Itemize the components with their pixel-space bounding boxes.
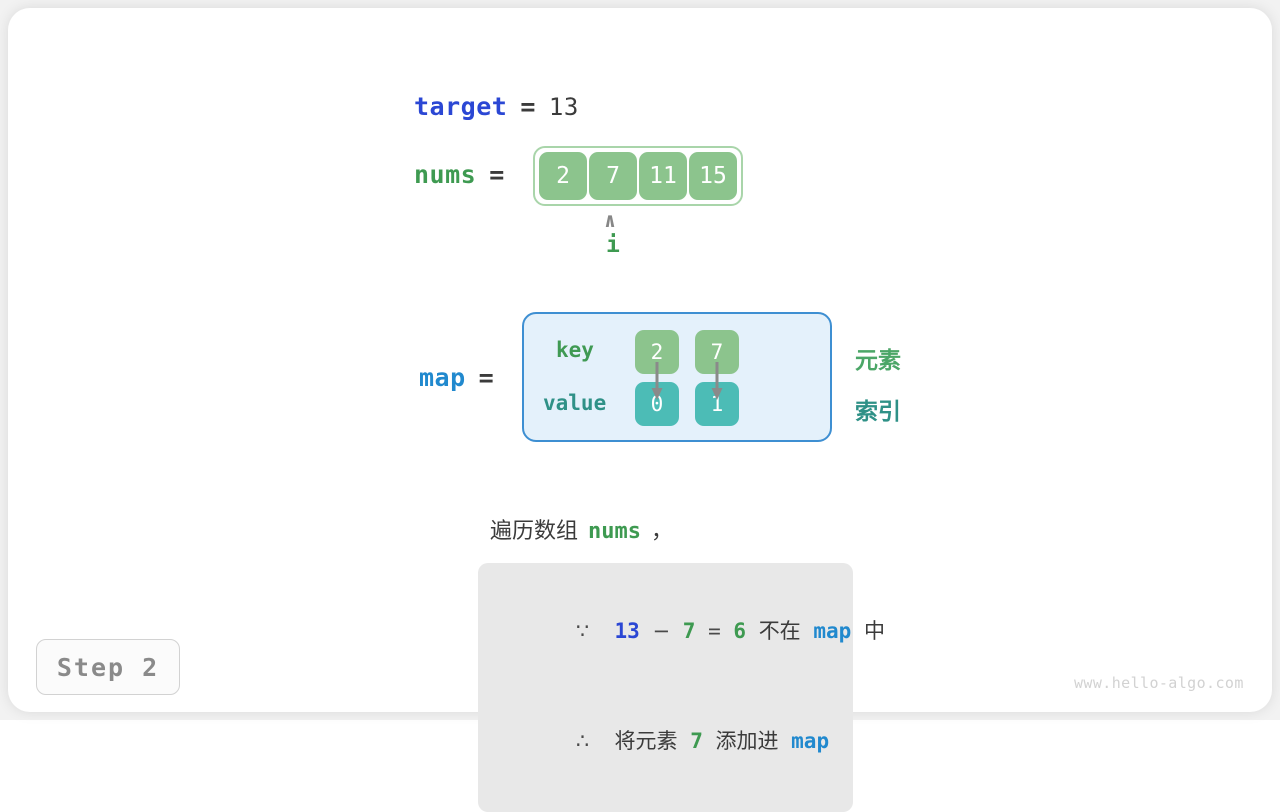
- info-add-element-text: 将元素: [614, 729, 678, 753]
- caption-suffix: ，: [651, 519, 674, 544]
- map-equals-sign: =: [478, 363, 495, 392]
- caption-prefix: 遍历数组: [490, 519, 579, 544]
- explanation-box: ∵ 13 − 7 = 6 不在 map 中 ∴ 将元素 7 添加进 map: [478, 563, 885, 812]
- nums-array-container: 2 7 11 15: [533, 146, 743, 206]
- map-value-cell-1: 1: [695, 382, 739, 426]
- target-value: 13: [548, 92, 579, 121]
- info-added-value: 7: [690, 729, 703, 753]
- annotation-index: 索引: [855, 399, 901, 425]
- info-equals-sign: =: [708, 618, 721, 643]
- nums-cell-2: 11: [639, 152, 687, 200]
- map-key-row-label: key: [556, 338, 594, 362]
- info-in-suffix: 中: [863, 618, 885, 643]
- info-operand-a: 13: [614, 618, 640, 643]
- nums-equals-sign: =: [489, 160, 505, 189]
- watermark-url: www.hello-algo.com: [1074, 674, 1244, 692]
- pointer-label-i: i: [606, 232, 620, 258]
- explanation-line-1: ∵ 13 − 7 = 6 不在 map 中: [500, 576, 885, 686]
- info-not-in-text: 不在: [758, 618, 801, 643]
- nums-cell-0: 2: [539, 152, 587, 200]
- annotation-element: 元素: [855, 348, 901, 374]
- nums-cell-3: 15: [689, 152, 737, 200]
- map-key-cell-0: 2: [635, 330, 679, 374]
- because-symbol: ∵: [575, 618, 590, 643]
- target-row: target = 13: [414, 92, 579, 121]
- caption-line: 遍历数组 nums ，: [490, 513, 673, 545]
- map-variable-name: map: [419, 363, 466, 392]
- map-key-cell-1: 7: [695, 330, 739, 374]
- info-minus-sign: −: [652, 618, 671, 643]
- therefore-symbol: ∴: [575, 729, 590, 753]
- info-operand-b: 7: [682, 618, 696, 643]
- map-row-label: map =: [419, 363, 494, 392]
- info-result: 6: [733, 618, 747, 643]
- target-equals-sign: =: [520, 92, 536, 121]
- explanation-line-2: ∴ 将元素 7 添加进 map: [500, 686, 831, 796]
- info-map-ref-1: map: [813, 618, 852, 643]
- caption-variable: nums: [588, 519, 641, 544]
- nums-row-label: nums =: [414, 160, 505, 189]
- info-map-ref-2: map: [791, 729, 830, 753]
- pointer-caret-icon: ∧: [604, 208, 617, 232]
- map-value-row-label: value: [543, 391, 607, 415]
- step-badge: Step 2: [36, 639, 180, 695]
- map-value-cell-0: 0: [635, 382, 679, 426]
- nums-variable-name: nums: [414, 160, 477, 189]
- nums-cell-1: 7: [589, 152, 637, 200]
- target-variable-name: target: [414, 92, 508, 121]
- info-add-into-text: 添加进: [715, 729, 779, 753]
